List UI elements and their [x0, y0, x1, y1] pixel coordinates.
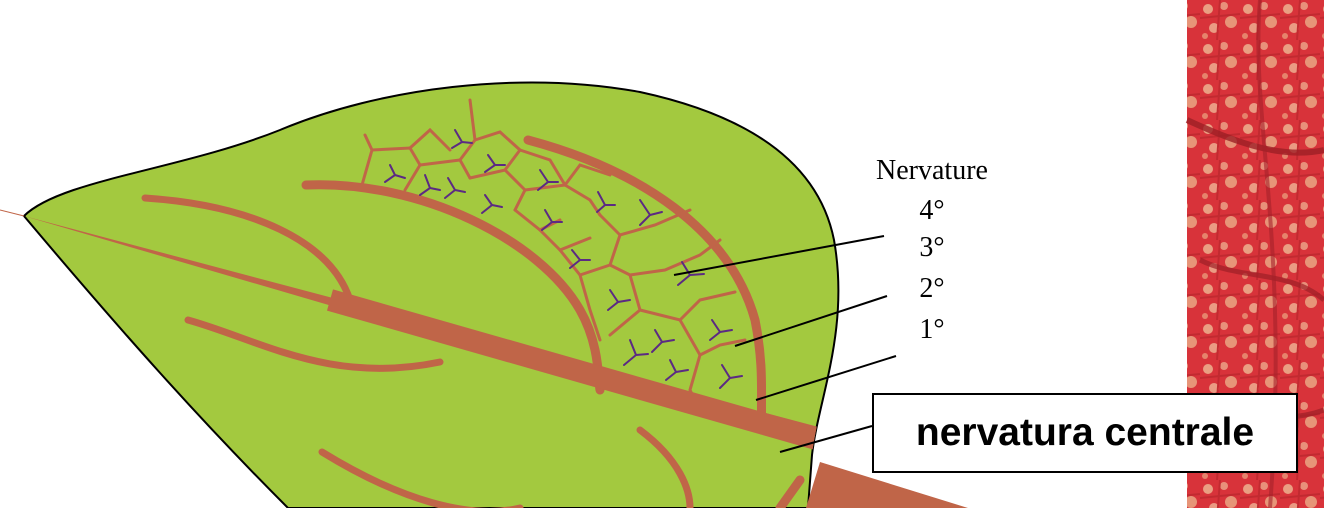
callout-label: nervatura centrale [915, 411, 1255, 454]
leader-line-3 [734, 295, 888, 347]
leader-line-4 [673, 235, 885, 276]
vein-order-labels: Nervature 4° 3° 2° 1° [876, 155, 988, 345]
leader-line-2 [755, 355, 897, 401]
leader-lines [673, 235, 897, 453]
petiole [806, 462, 968, 508]
tertiary-veins [360, 98, 747, 412]
label-level-1: 1° [919, 314, 944, 345]
leaf-blade [22, 81, 840, 508]
label-level-2: 2° [919, 273, 944, 304]
secondary-veins [141, 135, 805, 508]
vein-network [24, 98, 832, 508]
leader-line-1 [779, 425, 873, 453]
callout-box: nervatura centrale [872, 393, 1298, 473]
label-level-3: 3° [919, 232, 944, 263]
label-heading: Nervature [876, 155, 988, 186]
quaternary-veins [384, 129, 743, 389]
label-level-4: 4° [919, 195, 944, 226]
